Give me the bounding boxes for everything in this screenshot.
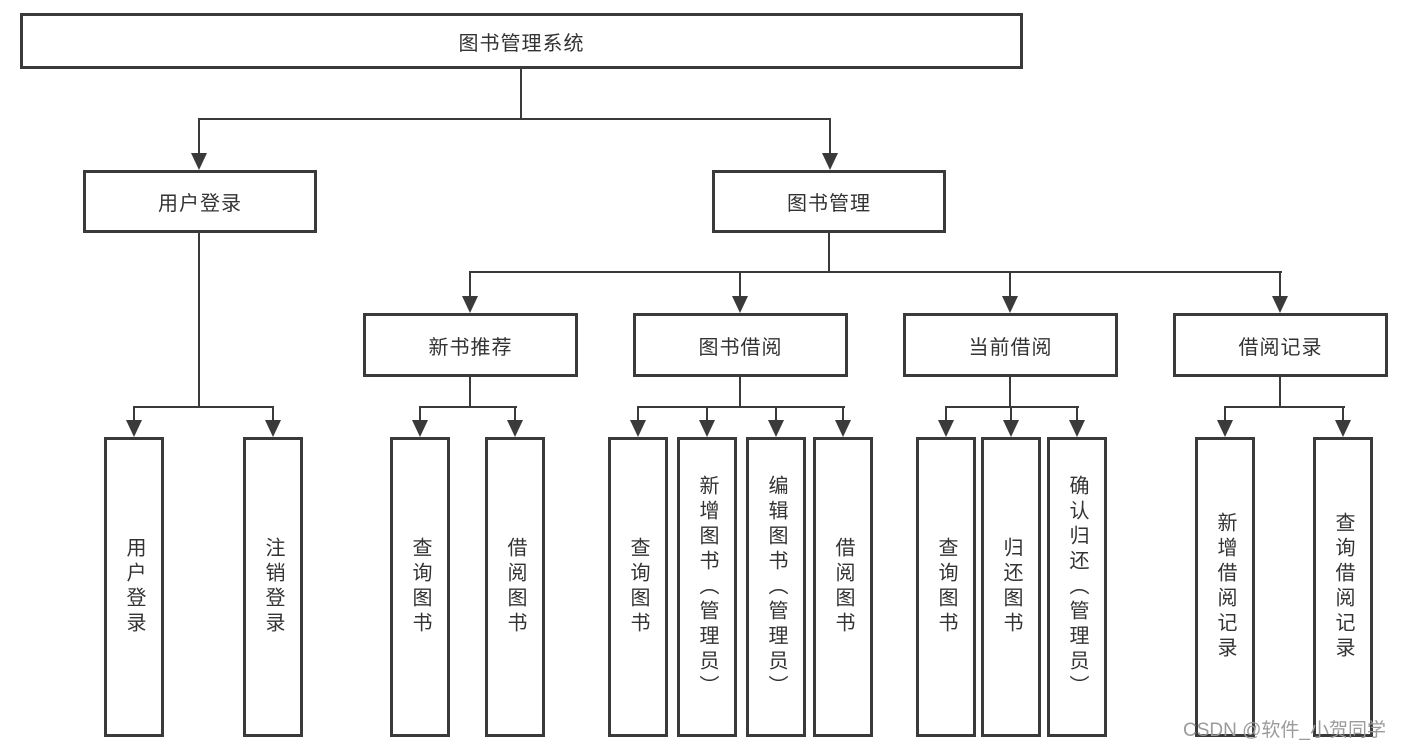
connector-g5-stub: [1224, 406, 1226, 424]
arrow-down-icon: [1002, 296, 1018, 313]
connector-g2-stub: [419, 406, 421, 424]
node-new-book-recommend: 新书推荐: [363, 313, 578, 377]
arrow-down-icon: [126, 420, 142, 437]
leaf-return-book: 归还图书: [981, 437, 1041, 737]
arrow-down-icon: [768, 420, 784, 437]
connector-g1-split: [133, 406, 274, 408]
leaf-query-book-3: 查询图书: [916, 437, 976, 737]
arrow-down-icon: [835, 420, 851, 437]
connector-g2-stub: [514, 406, 516, 424]
arrow-down-icon: [699, 420, 715, 437]
leaf-query-borrow-record: 查询借阅记录: [1313, 437, 1373, 737]
leaf-confirm-return-admin: 确认归还（管理员）: [1047, 437, 1107, 737]
connector-g2-split: [419, 406, 517, 408]
leaf-query-book-2: 查询图书: [608, 437, 668, 737]
arrow-down-icon: [412, 420, 428, 437]
connector-g4-stub: [945, 406, 947, 424]
connector-g1-stub: [272, 406, 274, 424]
connector-g4-split: [945, 406, 1079, 408]
arrow-down-icon: [507, 420, 523, 437]
node-current-borrow: 当前借阅: [903, 313, 1118, 377]
arrow-down-icon: [1272, 296, 1288, 313]
leaf-borrow-book-1: 借阅图书: [485, 437, 545, 737]
arrow-down-icon: [630, 420, 646, 437]
watermark-text: CSDN @软件_小贺同学: [1183, 720, 1386, 741]
connector-g3-stub: [637, 406, 639, 424]
node-book-borrow: 图书借阅: [633, 313, 848, 377]
arrow-down-icon: [265, 420, 281, 437]
node-book-management: 图书管理: [712, 170, 946, 233]
leaf-edit-book-admin: 编辑图书（管理员）: [746, 437, 806, 737]
connector-root-trunk: [520, 69, 522, 119]
arrow-down-icon: [1217, 420, 1233, 437]
arrow-down-icon: [1069, 420, 1085, 437]
connector-g3-stub: [706, 406, 708, 424]
arrow-down-icon: [938, 420, 954, 437]
connector-g3-stub: [775, 406, 777, 424]
arrow-down-icon: [822, 153, 838, 170]
node-root: 图书管理系统: [20, 13, 1023, 69]
connector-g4-trunk: [1009, 377, 1011, 408]
connector-l3-stub: [1279, 271, 1281, 300]
connector-l2-left-stub: [198, 118, 200, 158]
connector-g5-split: [1224, 406, 1345, 408]
arrow-down-icon: [462, 296, 478, 313]
arrow-down-icon: [1335, 420, 1351, 437]
node-user-login: 用户登录: [83, 170, 317, 233]
node-borrow-record: 借阅记录: [1173, 313, 1388, 377]
leaf-add-book-admin: 新增图书（管理员）: [677, 437, 737, 737]
connector-l2-right-stub: [829, 118, 831, 158]
connector-g3-split: [637, 406, 845, 408]
connector-g5-trunk: [1279, 377, 1281, 408]
connector-g4-stub: [1076, 406, 1078, 424]
connector-g1-stub: [133, 406, 135, 424]
connector-l3-stub: [1009, 271, 1011, 300]
leaf-logout: 注销登录: [243, 437, 303, 737]
connector-g4-stub: [1010, 406, 1012, 424]
connector-bookmgmt-trunk: [828, 233, 830, 273]
connector-g5-stub: [1342, 406, 1344, 424]
connector-userlogin-trunk: [198, 233, 200, 408]
connector-g3-trunk: [739, 377, 741, 408]
leaf-query-book-1: 查询图书: [390, 437, 450, 737]
arrow-down-icon: [1003, 420, 1019, 437]
arrow-down-icon: [732, 296, 748, 313]
connector-l3-stub: [739, 271, 741, 300]
leaf-borrow-book-2: 借阅图书: [813, 437, 873, 737]
leaf-user-login: 用户登录: [104, 437, 164, 737]
connector-l3-stub: [469, 271, 471, 300]
connector-g3-stub: [842, 406, 844, 424]
connector-l2-split: [198, 118, 831, 120]
connector-l3-split: [469, 271, 1282, 273]
connector-g2-trunk: [469, 377, 471, 408]
leaf-add-borrow-record: 新增借阅记录: [1195, 437, 1255, 737]
arrow-down-icon: [191, 153, 207, 170]
